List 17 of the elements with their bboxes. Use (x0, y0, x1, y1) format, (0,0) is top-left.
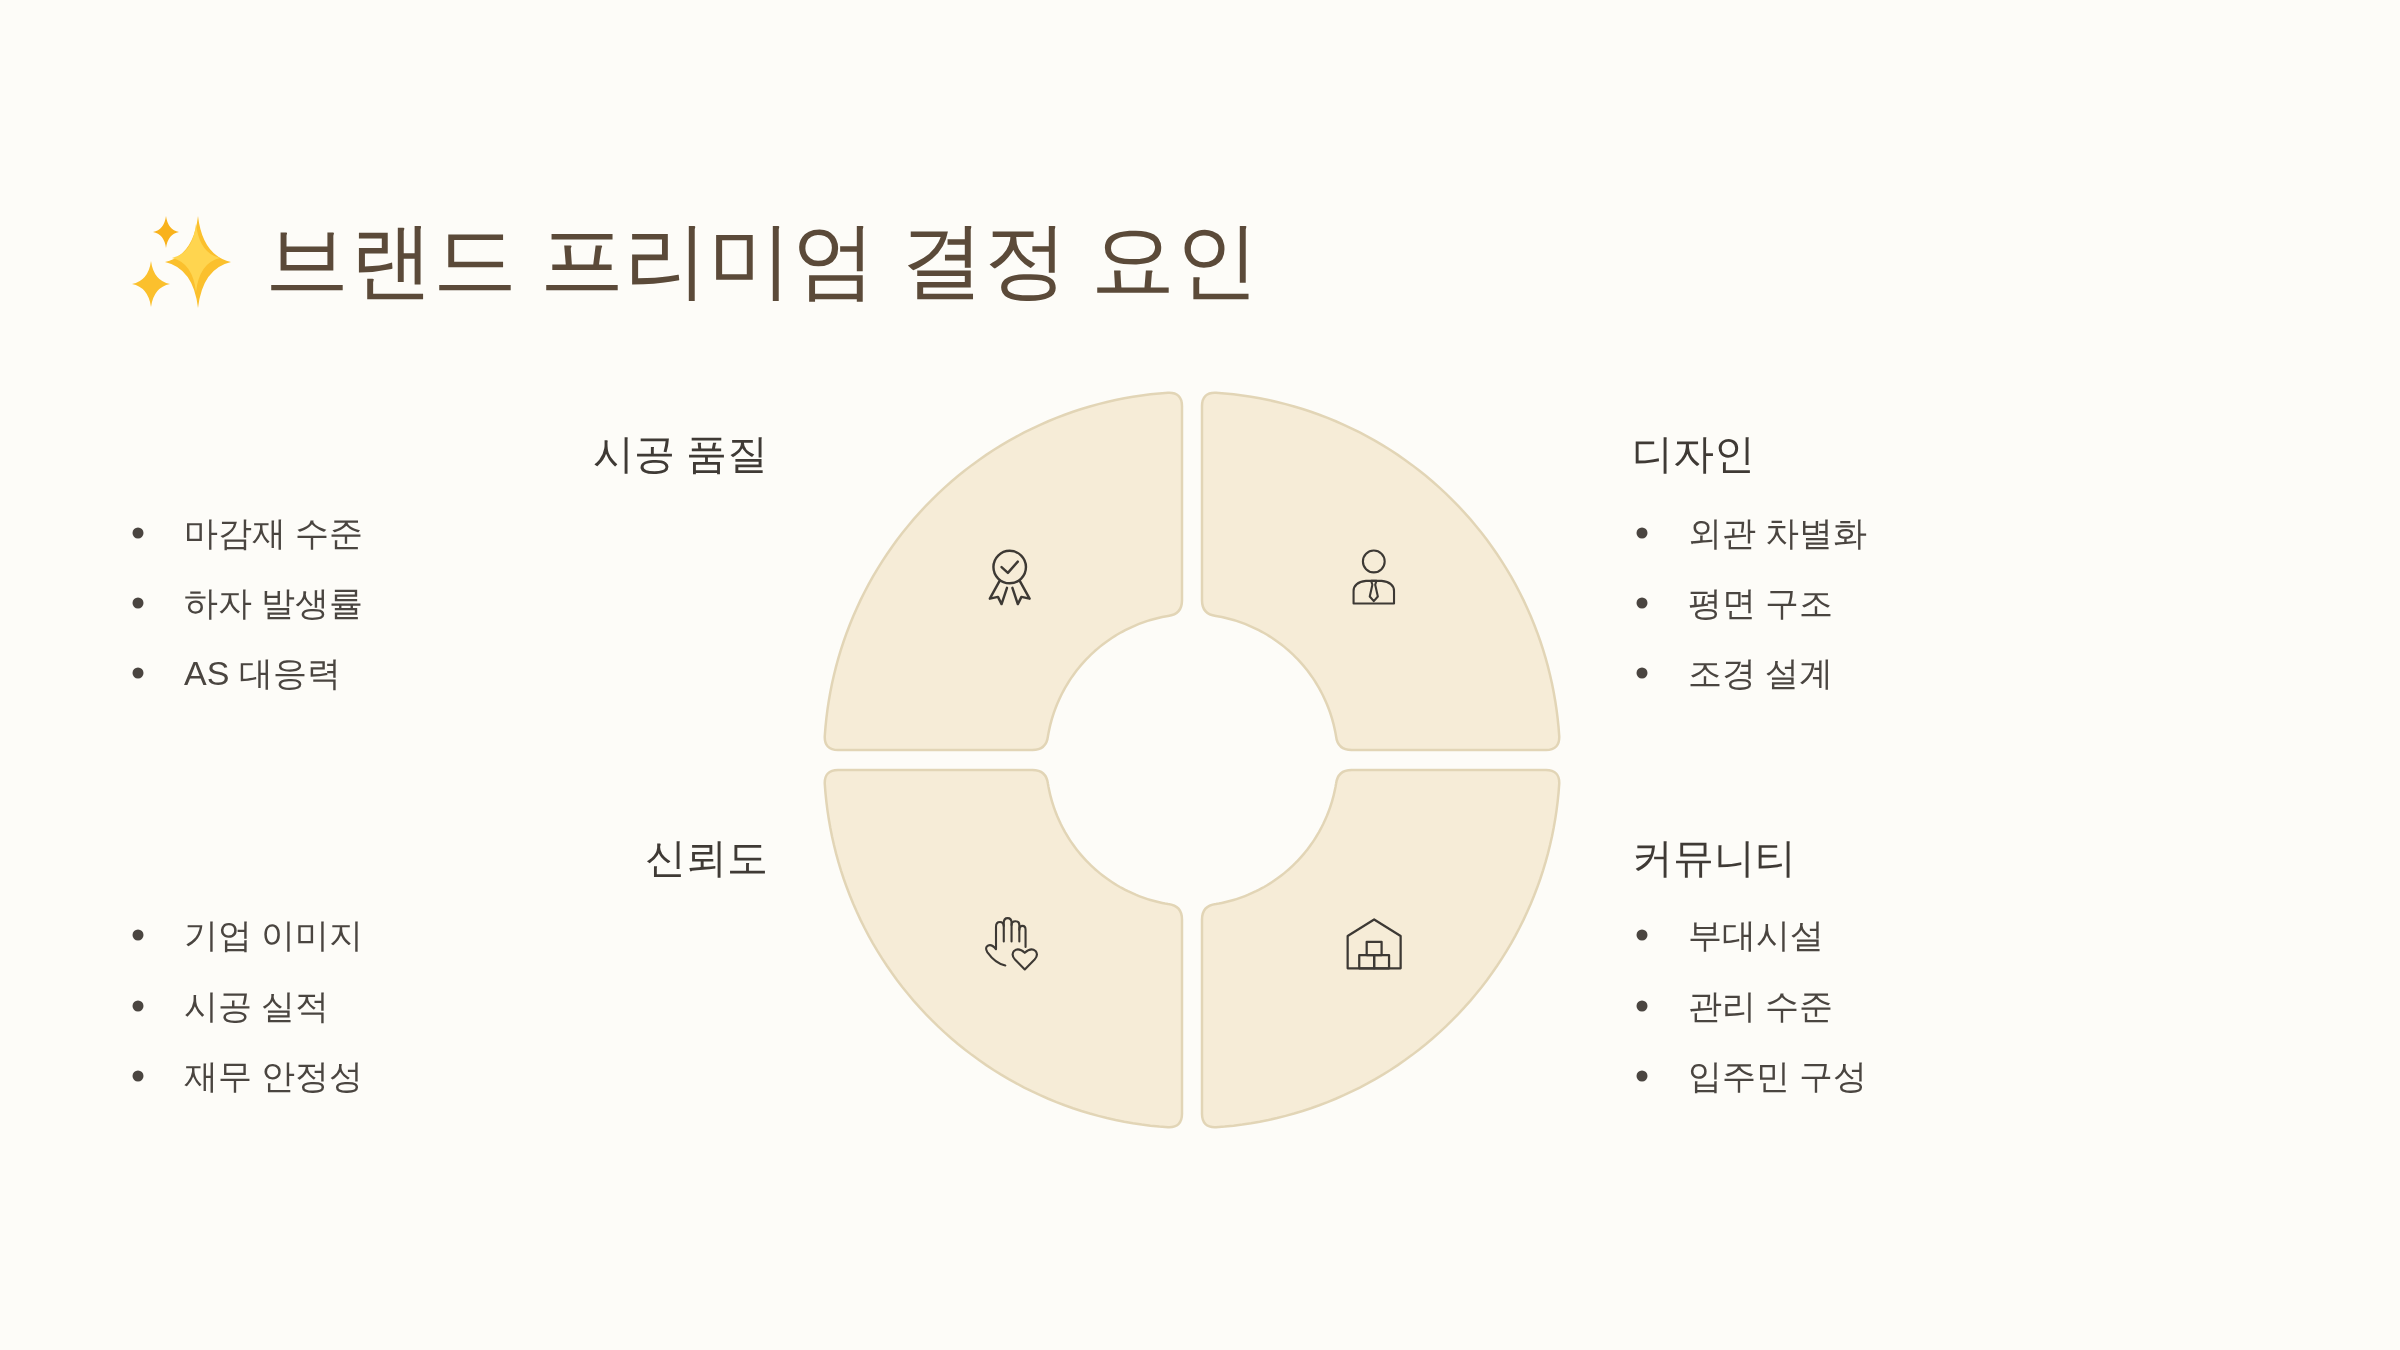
list-item: 부대시설 (1688, 914, 1824, 956)
list-item: 마감재 수준 (184, 512, 364, 554)
list-item: 관리 수준 (1688, 985, 1834, 1027)
list-item: 기업 이미지 (184, 914, 364, 956)
list-item: 재무 안정성 (184, 1055, 364, 1097)
list-item: 외관 차별화 (1688, 512, 1868, 554)
list-item: 하자 발생률 (184, 582, 364, 624)
list-item: 시공 실적 (184, 985, 330, 1027)
list-item: 입주민 구성 (1688, 1055, 1868, 1097)
section-heading: 디자인 (1632, 430, 1755, 480)
title: 브랜드 프리미엄 결정 요인 (265, 211, 1259, 309)
section-heading: 커뮤니티 (1632, 834, 1796, 884)
list-item: 평면 구조 (1688, 582, 1834, 624)
section-heading: 시공 품질 (592, 430, 768, 480)
list-item: AS 대응력 (184, 652, 341, 694)
section-heading: 신뢰도 (645, 834, 768, 884)
list-item: 조경 설계 (1688, 652, 1834, 694)
